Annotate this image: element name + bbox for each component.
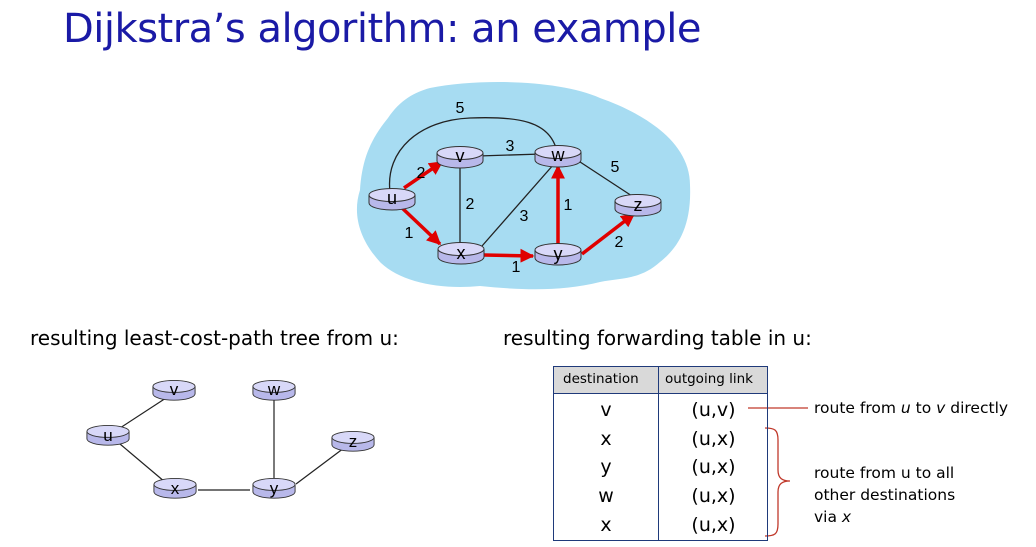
row-0-link: (u,v)	[691, 399, 736, 421]
tree-router-v: v	[152, 380, 196, 401]
forwarding-table-divider	[658, 367, 659, 540]
cost-v-w: 3	[506, 138, 515, 155]
forwarding-table-header	[554, 367, 767, 394]
router-y-label: y	[554, 244, 563, 264]
edge-u-w	[388, 117, 557, 193]
cost-x-w: 3	[520, 208, 529, 225]
tree-router-u: u	[86, 425, 130, 446]
other-routes-brace	[764, 427, 791, 537]
direct-note-mid: to	[910, 399, 937, 417]
router-w: w	[534, 145, 582, 168]
cost-y-z: 2	[615, 234, 624, 251]
other-note-via: via	[814, 508, 842, 526]
router-u: u	[368, 188, 416, 211]
tree-caption: resulting least-cost-path tree from u:	[30, 326, 399, 350]
router-v: v	[436, 146, 484, 169]
table-caption: resulting forwarding table in u:	[503, 326, 812, 350]
tree-router-z: z	[331, 431, 375, 452]
router-x-label: x	[457, 243, 466, 263]
tree-router-v-label: v	[170, 380, 179, 399]
router-x: x	[437, 242, 485, 265]
cost-u-w: 5	[456, 100, 465, 117]
tree-edge-u-v	[119, 397, 167, 429]
shortest-path-tree: v w u z x y	[86, 380, 375, 499]
edge-x-y	[483, 248, 535, 263]
tree-router-z-label: z	[349, 432, 358, 451]
router-w-label: w	[551, 145, 566, 165]
tree-router-w-label: w	[267, 380, 281, 399]
other-routes-note: route from u to all other destinations v…	[814, 462, 955, 528]
other-note-line3: via x	[814, 506, 955, 528]
router-z: z	[614, 194, 662, 217]
cost-w-z: 5	[611, 159, 620, 176]
cost-yw: 1	[564, 197, 573, 214]
other-note-line1: route from u to all	[814, 464, 955, 482]
tree-edge-y-z	[295, 447, 345, 485]
edge-v-w	[477, 153, 543, 157]
row-4-link: (u,x)	[691, 514, 736, 536]
edge-w-z	[573, 157, 633, 197]
cost-u-x: 1	[405, 225, 414, 242]
direct-note-b: v	[936, 399, 946, 417]
row-1-destination: x	[600, 428, 612, 450]
direct-route-note: route from u to v directly	[814, 397, 1008, 419]
cost-v-x: 2	[466, 196, 475, 213]
header-outgoing-link: outgoing link	[665, 371, 753, 387]
router-y: y	[534, 243, 582, 266]
row-2-link: (u,x)	[691, 456, 736, 478]
tree-router-y: y	[252, 478, 296, 499]
row-3-destination: w	[598, 485, 614, 507]
slide-title: Dijkstra’s algorithm: an example	[63, 6, 701, 52]
tree-router-y-label: y	[270, 479, 279, 498]
forwarding-table: destination outgoing link v (u,v) x (u,x…	[553, 366, 768, 541]
edge-u-x	[398, 204, 442, 246]
row-1-link: (u,x)	[691, 428, 736, 450]
direct-note-prefix: route from	[814, 399, 901, 417]
row-2-destination: y	[600, 456, 612, 478]
cost-x-y: 1	[512, 259, 521, 276]
tree-router-w: w	[252, 380, 296, 401]
row-3-link: (u,x)	[691, 485, 736, 507]
tree-router-x: x	[153, 478, 197, 499]
router-u-label: u	[387, 188, 397, 208]
edge-y-z	[580, 212, 636, 256]
edge-u-v	[403, 160, 444, 190]
router-v-label: v	[456, 146, 465, 166]
direct-note-a: u	[900, 399, 911, 417]
router-z-label: z	[634, 195, 643, 215]
cost-u-v: 2	[417, 165, 426, 182]
tree-router-x-label: x	[171, 479, 180, 498]
direct-note-suffix: directly	[945, 399, 1009, 417]
other-note-var: x	[841, 508, 852, 526]
row-4-destination: x	[600, 514, 612, 536]
edge-x-w	[481, 163, 555, 247]
row-0-destination: v	[600, 399, 612, 421]
tree-router-u-label: u	[103, 426, 112, 445]
tree-edge-u-x	[119, 443, 166, 483]
other-note-line2: other destinations	[814, 486, 956, 504]
header-destination: destination	[563, 371, 639, 387]
